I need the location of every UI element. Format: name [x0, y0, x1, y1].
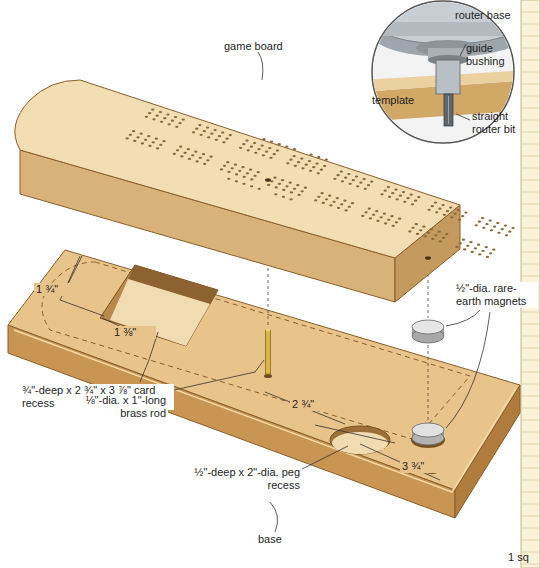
dimension: 3 ¾" — [400, 460, 440, 473]
dimension: 1 ¾" — [34, 283, 78, 296]
part-callout: ½"-dia. rare-earth magnets — [454, 282, 538, 308]
dimension: 1 ⅜" — [112, 326, 156, 339]
part-name: guide bushing — [466, 42, 526, 68]
part-callout: ⅛"-dia. x 1"-long brass rod — [70, 394, 168, 420]
part-name: router base — [455, 9, 525, 22]
scale-label: 1 sq — [508, 551, 538, 564]
part-name: template — [372, 94, 432, 107]
dimension: 2 ¾" — [290, 398, 330, 411]
part-name: base — [258, 533, 298, 546]
part-callout: ½"-deep x 2"-dia. peg recess — [180, 466, 302, 492]
part-name: game board — [224, 40, 294, 53]
part-name: straight router bit — [472, 110, 530, 136]
